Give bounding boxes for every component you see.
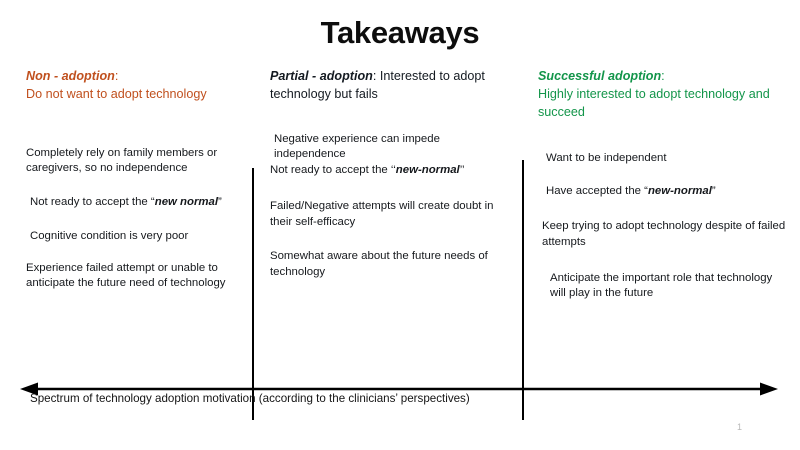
list-item-text: Want to be independent <box>546 151 667 164</box>
column-non-adoption-label-suffix: : <box>114 69 119 83</box>
list-item-text: Experience failed attempt or unable to a… <box>26 261 226 290</box>
list-item: Negative experience can impede independe… <box>262 132 514 163</box>
list-item-text-post: ’’ <box>459 164 465 177</box>
list-item: Have accepted the “new-normal” <box>532 184 790 200</box>
page-title: Takeaways <box>320 15 480 50</box>
list-item-emphasis: new-normal <box>647 185 712 198</box>
column-non-adoption-subtitle: Do not want to adopt technology <box>26 86 207 101</box>
list-item: Experience failed attempt or unable to a… <box>14 261 250 292</box>
list-item-text-post: ” <box>711 185 716 198</box>
list-item: Not ready to accept the “new normal” <box>14 195 250 211</box>
list-item-text: Keep trying to adopt technology despite … <box>542 220 786 248</box>
column-non-adoption-header: Non - adoption: Do not want to adopt tec… <box>14 68 250 104</box>
column-non-adoption-bullets: Completely rely on family members or car… <box>14 146 250 292</box>
list-item-text: Have accepted the “ <box>546 185 648 198</box>
column-partial-adoption-label: Partial - adoption <box>270 69 373 83</box>
spectrum-arrow-container <box>0 372 800 412</box>
double-headed-arrow-icon <box>20 382 778 396</box>
column-partial-adoption: Partial - adoption: Interested to adopt … <box>262 68 514 358</box>
column-partial-adoption-label-suffix: : <box>372 69 377 83</box>
list-item-emphasis: new normal <box>154 196 219 209</box>
list-item-text: Not ready to accept the ‘‘ <box>270 164 396 177</box>
list-item: Anticipate the important role that techn… <box>532 271 790 302</box>
column-partial-adoption-subtitle: Interested to adopt technology but fails <box>270 69 485 101</box>
column-partial-adoption-header: Partial - adoption: Interested to adopt … <box>262 68 514 104</box>
list-item: Failed/Negative attempts will create dou… <box>262 199 514 230</box>
takeaways-columns: Non - adoption: Do not want to adopt tec… <box>0 68 800 420</box>
column-successful-adoption-label-suffix: : <box>661 69 665 83</box>
column-successful-adoption-label: Successful adoption <box>538 69 662 83</box>
list-item-text: Completely rely on family members or car… <box>26 146 218 175</box>
column-successful-adoption: Successful adoption: Highly interested t… <box>532 68 790 358</box>
list-item-text: Not ready to accept the “ <box>30 196 155 209</box>
list-item-text: Failed/Negative attempts will create dou… <box>270 199 494 228</box>
list-item-text-post: ” <box>218 196 222 209</box>
column-successful-adoption-subtitle: Highly interested to adopt technology an… <box>538 86 770 119</box>
list-item-text: Negative experience can impede independe… <box>274 132 440 161</box>
list-item: Want to be independent <box>532 151 790 167</box>
list-item-emphasis: new-normal <box>395 164 460 177</box>
spectrum-caption: Spectrum of technology adoption motivati… <box>30 392 470 405</box>
list-item-text: Cognitive condition is very poor <box>30 229 189 242</box>
column-partial-adoption-bullets: Negative experience can impede independe… <box>262 132 514 281</box>
list-item: Keep trying to adopt technology despite … <box>532 219 790 250</box>
column-divider-left <box>252 168 254 420</box>
list-item: Somewhat aware about the future needs of… <box>262 249 514 280</box>
column-successful-adoption-bullets: Want to be independent Have accepted the… <box>532 151 790 302</box>
column-successful-adoption-header: Successful adoption: Highly interested t… <box>532 68 790 122</box>
page-number: 1 <box>736 422 742 432</box>
list-item: Cognitive condition is very poor <box>14 229 250 245</box>
column-non-adoption: Non - adoption: Do not want to adopt tec… <box>14 68 250 358</box>
list-item-text: Anticipate the important role that techn… <box>550 271 773 300</box>
column-divider-right <box>522 160 524 420</box>
column-non-adoption-label: Non - adoption <box>26 69 115 83</box>
list-item: Completely rely on family members or car… <box>14 146 250 177</box>
list-item-text: Somewhat aware about the future needs of… <box>270 250 488 279</box>
list-item: Not ready to accept the ‘‘new-normal’’ <box>262 163 514 179</box>
